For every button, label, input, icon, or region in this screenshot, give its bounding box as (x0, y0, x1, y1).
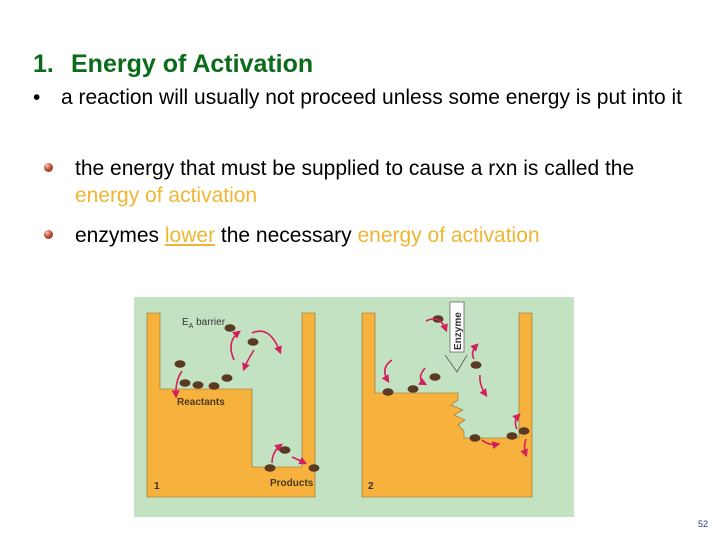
activation-energy-diagram: EA barrier Reactants Products 1 2 Enzyme (134, 297, 574, 517)
bullet-1-text: a reaction will usually not proceed unle… (61, 86, 682, 109)
sub-bullet-2-text: enzymes (75, 224, 165, 247)
panel-2-label: 2 (368, 481, 374, 492)
lower-highlight: lower (164, 224, 216, 247)
bullet-ball-icon (44, 163, 53, 172)
page-number: 52 (698, 519, 709, 529)
sub-bullet-1: the energy that must be supplied to caus… (44, 155, 684, 209)
bullet-1: • a reaction will usually not proceed un… (33, 84, 683, 111)
reactant-molecules (174, 324, 259, 390)
sub-bullet-2-text-mid: the necessary (215, 224, 358, 247)
energy-of-activation-highlight-2: energy of activation (357, 224, 540, 247)
reactants-label: Reactants (177, 397, 225, 408)
bullet-ball-icon (44, 230, 53, 239)
heading-number: 1. (33, 50, 54, 78)
slide-heading: 1. Energy of Activation (33, 50, 313, 79)
heading-text: Energy of Activation (71, 50, 314, 78)
panel-2-arrows (381, 318, 528, 458)
ea-barrier-label: EA barrier (182, 317, 226, 330)
panel-1-energy-profile (146, 312, 316, 498)
sub-bullet-2: enzymes lower the necessary energy of ac… (44, 222, 684, 249)
sub-bullet-1-text: the energy that must be supplied to caus… (75, 157, 635, 180)
products-label: Products (270, 478, 314, 489)
energy-of-activation-highlight: energy of activation (75, 184, 258, 207)
enzyme-label-box (449, 301, 465, 353)
enzyme-pointer-icon (444, 354, 468, 373)
panel-1-arrows (171, 330, 308, 465)
enzyme-panel-molecules (382, 315, 530, 442)
panel-1-label: 1 (154, 481, 160, 492)
bullet-dot: • (33, 86, 41, 109)
enzyme-label: Enzyme (453, 312, 464, 350)
panel-2-energy-profile (361, 312, 533, 498)
